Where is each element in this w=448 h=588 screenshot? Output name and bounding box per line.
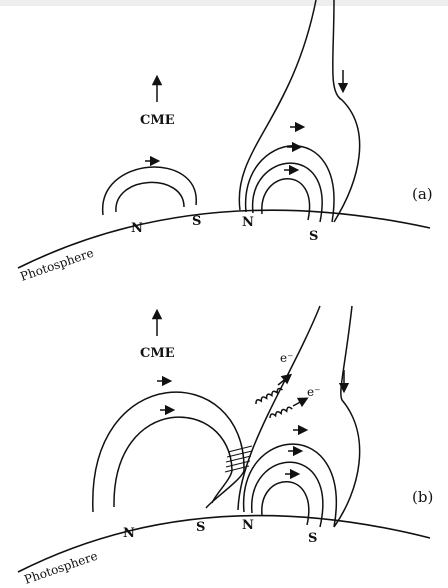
streamer-loop-3-a: [262, 179, 310, 220]
pole-n-left-b: N: [123, 526, 135, 541]
streamer-cusp-right-a: [333, 0, 360, 222]
streamer-cusp-left-b: [238, 306, 320, 510]
panel-b: CME e⁻ e⁻ N S: [18, 306, 433, 587]
pole-s-left-a: S: [192, 214, 201, 229]
bleed-through-text: [0, 0, 448, 6]
panel-tag-a: (a): [412, 185, 433, 203]
cme-label-a: CME: [140, 113, 175, 128]
electron-label-upper-b: e⁻: [280, 351, 293, 365]
photosphere-label-b: Photosphere: [22, 549, 99, 587]
left-loop-inner-a: [116, 182, 184, 212]
electron-helix-lower-arrow-b: [293, 400, 304, 406]
pole-s-left-b: S: [196, 520, 205, 535]
streamer-loop-2-a: [253, 163, 323, 222]
streamer-cusp-right-b: [334, 306, 360, 527]
panel-tag-b: (b): [412, 488, 433, 506]
pole-s-right-b: S: [308, 531, 317, 546]
pole-n-left-a: N: [131, 221, 143, 236]
pole-n-right-b: N: [242, 518, 254, 533]
panel-a: CME N S N S Photosphere (a): [18, 0, 433, 284]
electron-label-lower-b: e⁻: [307, 385, 320, 399]
pole-s-right-a: S: [309, 229, 318, 244]
cme-loop-inner-b: [114, 417, 232, 507]
electron-helix-upper-b: [255, 387, 283, 404]
streamer-loop-3-b: [262, 482, 309, 525]
electron-helix-lower-b: [269, 406, 292, 418]
cme-label-b: CME: [140, 346, 175, 361]
pole-n-right-a: N: [242, 215, 254, 230]
